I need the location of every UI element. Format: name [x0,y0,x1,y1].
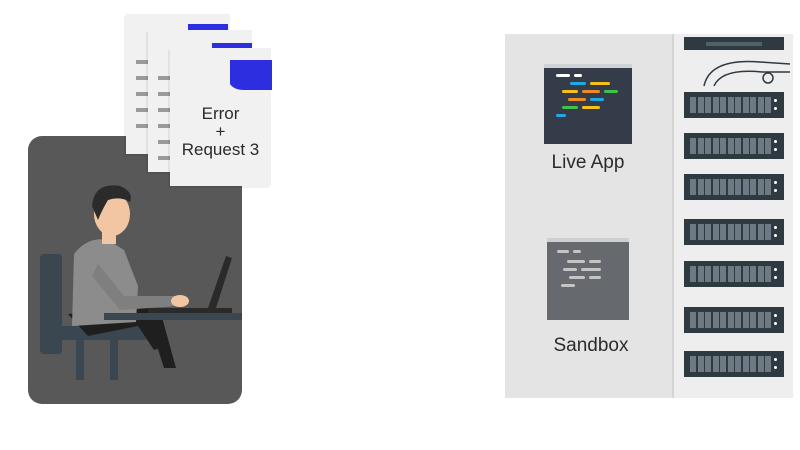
document-tab [188,24,228,31]
document-text-line-1: Error [201,104,240,123]
server-unit [684,174,784,200]
server-unit [684,219,784,245]
developer-illustration-icon [40,185,242,380]
server-unit [684,307,784,333]
sandbox-label: Sandbox [553,335,629,356]
document-tab [212,43,252,50]
server-unit [684,133,784,159]
server-unit [684,261,784,287]
live-app-label: Live App [551,152,625,173]
live-app-window [544,64,632,144]
document-front: Error + Request 3 [170,48,272,186]
document-flag-icon [230,60,272,90]
document-text-line-3: Request 3 [181,140,260,159]
cable-icon [703,60,790,87]
server-unit [684,351,784,377]
document-text-line-2: + [215,122,226,141]
server-rack [672,34,793,398]
server-unit [684,92,784,118]
server-rack-top [684,37,784,50]
sandbox-window [547,238,629,320]
